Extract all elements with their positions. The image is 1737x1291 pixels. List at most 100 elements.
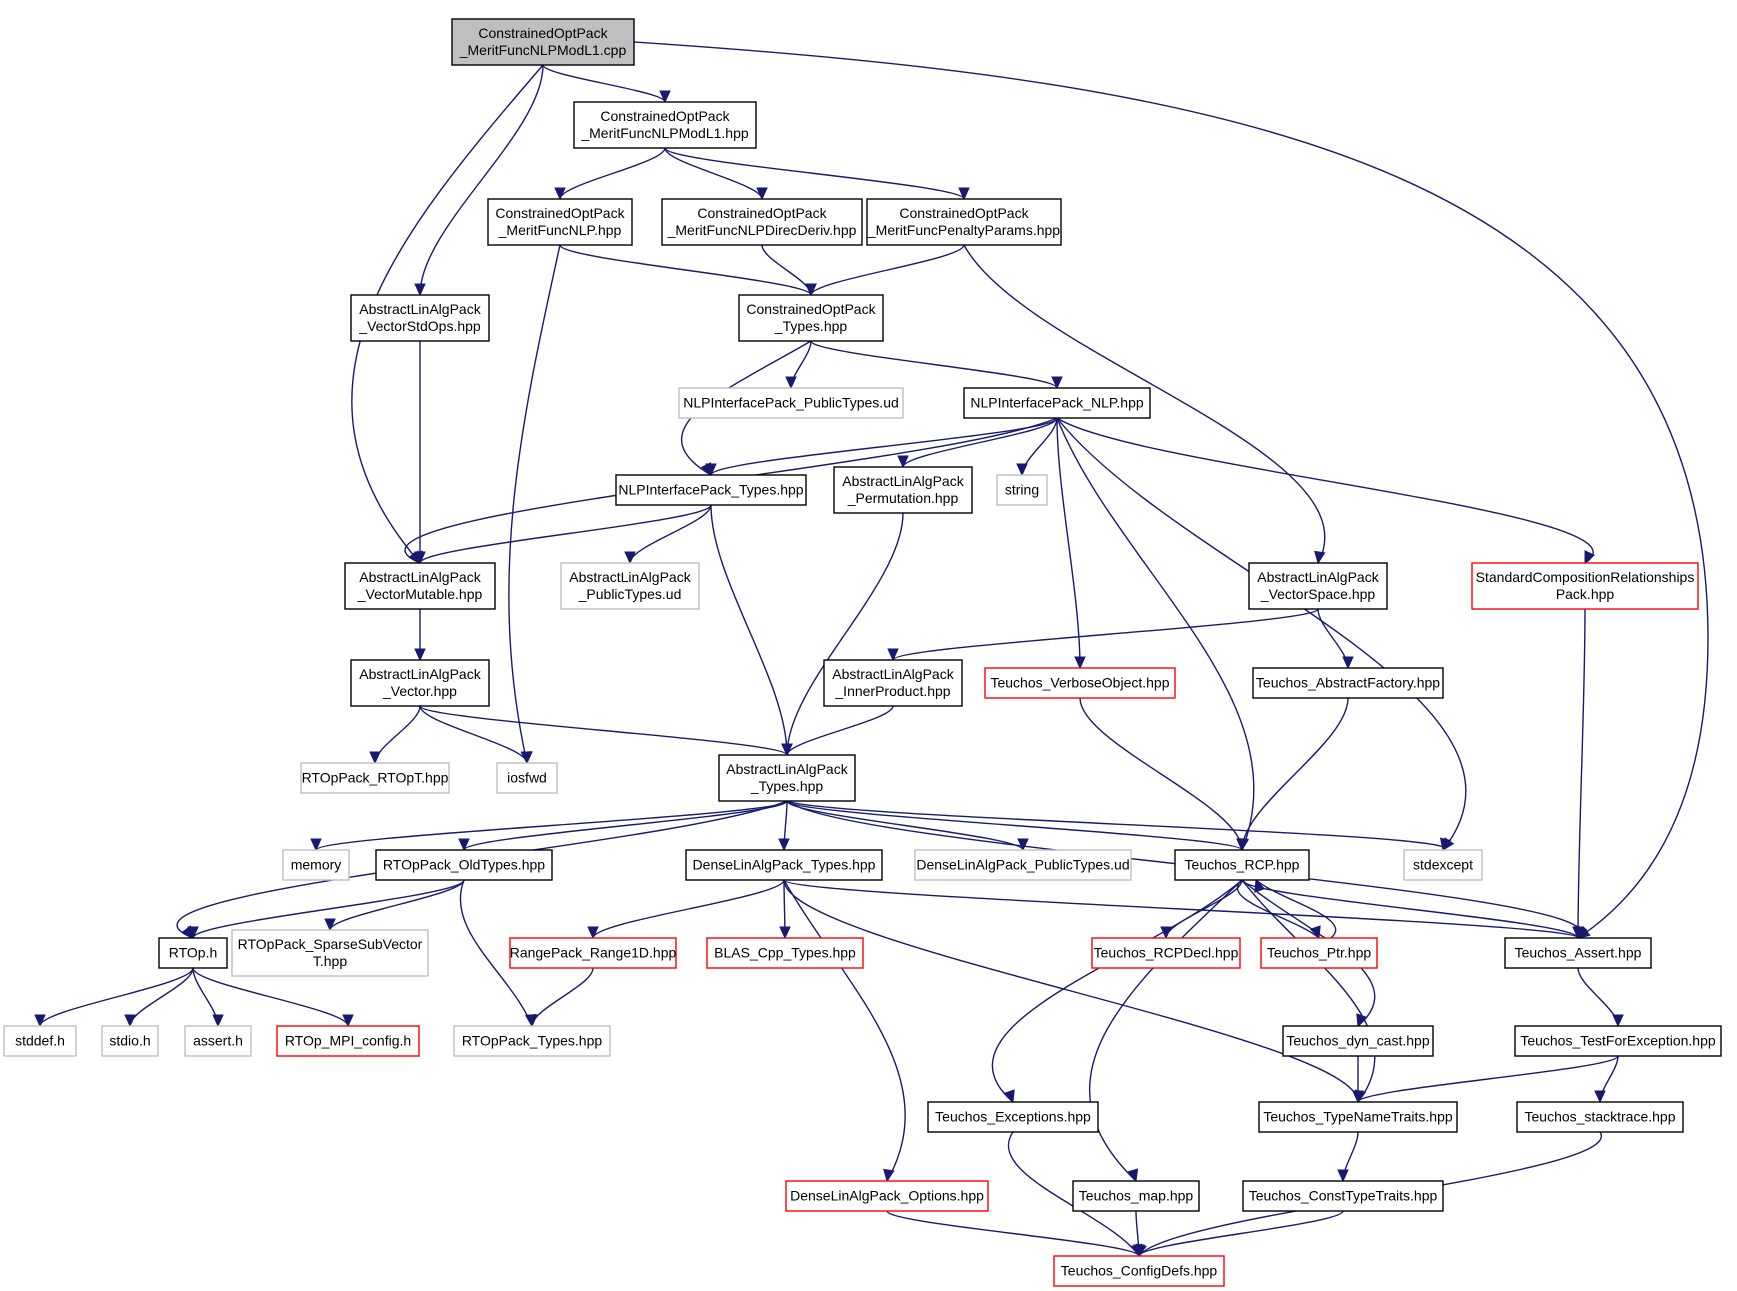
- node-teuchos-configdefs-hpp[interactable]: Teuchos_ConfigDefs.hpp: [1053, 1255, 1225, 1287]
- edge-n14-to-n17: [892, 608, 1319, 661]
- arrowhead-icon: [369, 751, 381, 765]
- node-constrainedoptpack-meritfuncnlpmodl1-cpp[interactable]: ConstrainedOptPack_MeritFuncNLPModL1.cpp: [451, 18, 635, 66]
- node-teuchos-abstractfactory-hpp[interactable]: Teuchos_AbstractFactory.hpp: [1252, 667, 1444, 699]
- node-abstractlinalgpack-innerproduct-hpp[interactable]: AbstractLinAlgPack_InnerProduct.hpp: [823, 659, 963, 707]
- node-nlpinterfacepack-nlp-hpp[interactable]: NLPInterfacePack_NLP.hpp: [963, 387, 1151, 419]
- node-iosfwd[interactable]: iosfwd: [496, 762, 558, 794]
- node-box: [685, 849, 883, 881]
- node-abstractlinalgpack-permutation-hpp[interactable]: AbstractLinAlgPack_Permutation.hpp: [833, 466, 973, 514]
- node-denselinalgpack-publictypes-ud[interactable]: DenseLinAlgPack_PublicTypes.ud: [914, 849, 1132, 881]
- node-box: [866, 198, 1062, 246]
- arrowhead-icon: [887, 648, 899, 662]
- node-blas-cpp-types-hpp[interactable]: BLAS_Cpp_Types.hpp: [706, 937, 864, 969]
- node-stdexcept[interactable]: stdexcept: [1403, 849, 1483, 881]
- node-box: [823, 659, 963, 707]
- node-label: Teuchos_ConstTypeTraits.hpp: [1249, 1188, 1438, 1204]
- node-abstractlinalgpack-publictypes-ud[interactable]: AbstractLinAlgPack_PublicTypes.ud: [560, 562, 700, 610]
- node-nlpinterfacepack-publictypes-ud[interactable]: NLPInterfacePack_PublicTypes.ud: [678, 387, 904, 419]
- edge-n8-to-n18: [1056, 417, 1081, 669]
- node-rtoppack-oldtypes-hpp[interactable]: RTOpPack_OldTypes.hpp: [375, 849, 553, 881]
- node-nlpinterfacepack-types-hpp[interactable]: NLPInterfacePack_Types.hpp: [615, 474, 807, 506]
- node-label: ConstrainedOptPack: [495, 205, 625, 221]
- node-teuchos-testforexception-hpp[interactable]: Teuchos_TestForException.hpp: [1514, 1025, 1722, 1057]
- node-box: [487, 198, 633, 246]
- arrowhead-icon: [1342, 656, 1354, 670]
- node-teuchos-map-hpp[interactable]: Teuchos_map.hpp: [1072, 1180, 1200, 1212]
- node-label: RTOp_MPI_config.h: [285, 1033, 411, 1049]
- node-abstractlinalgpack-vectorspace-hpp[interactable]: AbstractLinAlgPack_VectorSpace.hpp: [1248, 562, 1388, 610]
- node-rtoppack-types-hpp[interactable]: RTOpPack_Types.hpp: [453, 1025, 611, 1057]
- node-teuchos-stacktrace-hpp[interactable]: Teuchos_stacktrace.hpp: [1516, 1101, 1684, 1133]
- node-box: [718, 754, 856, 802]
- node-label: Teuchos_stacktrace.hpp: [1525, 1109, 1676, 1125]
- node-label: AbstractLinAlgPack: [359, 569, 481, 585]
- node-rtop-mpi-config-h[interactable]: RTOp_MPI_config.h: [276, 1025, 420, 1057]
- node-stddef-h[interactable]: stddef.h: [3, 1025, 77, 1057]
- arrowhead-icon: [587, 926, 599, 940]
- arrowhead-icon: [756, 187, 768, 201]
- node-teuchos-ptr-hpp[interactable]: Teuchos_Ptr.hpp: [1260, 937, 1378, 969]
- node-teuchos-rcpdecl-hpp[interactable]: Teuchos_RCPDecl.hpp: [1091, 937, 1241, 969]
- edge-n9-to-n22: [710, 504, 788, 756]
- node-constrainedoptpack-meritfuncnlp-hpp[interactable]: ConstrainedOptPack_MeritFuncNLP.hpp: [487, 198, 633, 246]
- node-label: ConstrainedOptPack: [899, 205, 1029, 221]
- node-label: ConstrainedOptPack: [478, 25, 608, 41]
- dependency-edges: [34, 41, 1709, 1258]
- arrowhead-icon: [526, 1014, 538, 1028]
- node-label: _Permutation.hpp: [847, 490, 959, 506]
- node-label: stdio.h: [109, 1033, 150, 1049]
- arrowhead-icon: [1612, 1014, 1624, 1028]
- node-abstractlinalgpack-vector-hpp[interactable]: AbstractLinAlgPack_Vector.hpp: [350, 659, 490, 707]
- node-memory[interactable]: memory: [282, 849, 350, 881]
- arrowhead-icon: [1003, 1089, 1015, 1104]
- node-rtoppack-rtopt-hpp[interactable]: RTOpPack_RTOpT.hpp: [300, 762, 450, 794]
- node-box: [1471, 562, 1699, 610]
- arrowhead-icon: [1352, 1090, 1364, 1104]
- node-label: DenseLinAlgPack_Options.hpp: [790, 1188, 984, 1204]
- node-denselinalgpack-types-hpp[interactable]: DenseLinAlgPack_Types.hpp: [685, 849, 883, 881]
- node-stdio-h[interactable]: stdio.h: [101, 1025, 159, 1057]
- node-label: RangePack_Range1D.hpp: [510, 945, 677, 961]
- node-box: [158, 937, 228, 969]
- edge-n6-to-n8: [810, 340, 1058, 389]
- node-abstractlinalgpack-vectormutable-hpp[interactable]: AbstractLinAlgPack_VectorMutable.hpp: [344, 562, 496, 610]
- node-constrainedoptpack-types-hpp[interactable]: ConstrainedOptPack_Types.hpp: [738, 294, 884, 342]
- edge-n15-to-n35: [1577, 608, 1586, 939]
- arrowhead-icon: [958, 187, 970, 201]
- node-abstractlinalgpack-types-hpp[interactable]: AbstractLinAlgPack_Types.hpp: [718, 754, 856, 802]
- node-constrainedoptpack-meritfuncpenaltyparams-hpp[interactable]: ConstrainedOptPack_MeritFuncPenaltyParam…: [866, 198, 1062, 246]
- edge-n46-to-n49: [886, 1210, 1140, 1257]
- node-teuchos-assert-hpp[interactable]: Teuchos_Assert.hpp: [1504, 937, 1652, 969]
- node-teuchos-typenametraits-hpp[interactable]: Teuchos_TypeNameTraits.hpp: [1258, 1101, 1458, 1133]
- node-teuchos-consttypetraits-hpp[interactable]: Teuchos_ConstTypeTraits.hpp: [1242, 1180, 1444, 1212]
- node-label: AbstractLinAlgPack: [359, 666, 481, 682]
- node-constrainedoptpack-meritfuncnlpdirecderiv-hpp[interactable]: ConstrainedOptPack_MeritFuncNLPDirecDeri…: [661, 198, 863, 246]
- node-label: ConstrainedOptPack: [600, 108, 730, 124]
- node-teuchos-exceptions-hpp[interactable]: Teuchos_Exceptions.hpp: [927, 1101, 1099, 1133]
- node-string[interactable]: string: [996, 474, 1048, 506]
- node-label: BLAS_Cpp_Types.hpp: [714, 945, 856, 961]
- edge-n8-to-n10: [902, 417, 1058, 468]
- node-teuchos-rcp-hpp[interactable]: Teuchos_RCP.hpp: [1174, 849, 1310, 881]
- node-teuchos-dyn-cast-hpp[interactable]: Teuchos_dyn_cast.hpp: [1282, 1025, 1434, 1057]
- node-assert-h[interactable]: assert.h: [184, 1025, 252, 1057]
- node-rangepack-range1d-hpp[interactable]: RangePack_Range1D.hpp: [509, 937, 677, 969]
- node-label: Teuchos_RCPDecl.hpp: [1094, 945, 1239, 961]
- node-label: ConstrainedOptPack: [746, 301, 876, 317]
- arrowhead-icon: [414, 648, 426, 662]
- node-label: AbstractLinAlgPack: [569, 569, 691, 585]
- node-label: RTOpPack_RTOpT.hpp: [302, 770, 449, 786]
- node-abstractlinalgpack-vectorstdops-hpp[interactable]: AbstractLinAlgPack_VectorStdOps.hpp: [350, 294, 490, 342]
- node-rtop-h[interactable]: RTOp.h: [158, 937, 228, 969]
- edge-n4-to-n14: [963, 244, 1326, 564]
- edge-n25-to-n46: [783, 879, 906, 1182]
- node-constrainedoptpack-meritfuncnlpmodl1-hpp[interactable]: ConstrainedOptPack_MeritFuncNLPModL1.hpp: [573, 101, 757, 149]
- edge-n22-to-n23: [315, 800, 788, 851]
- node-label: ConstrainedOptPack: [697, 205, 827, 221]
- node-denselinalgpack-options-hpp[interactable]: DenseLinAlgPack_Options.hpp: [785, 1180, 989, 1212]
- node-label: stddef.h: [15, 1033, 65, 1049]
- node-box: [350, 294, 490, 342]
- node-teuchos-verboseobject-hpp[interactable]: Teuchos_VerboseObject.hpp: [984, 667, 1176, 699]
